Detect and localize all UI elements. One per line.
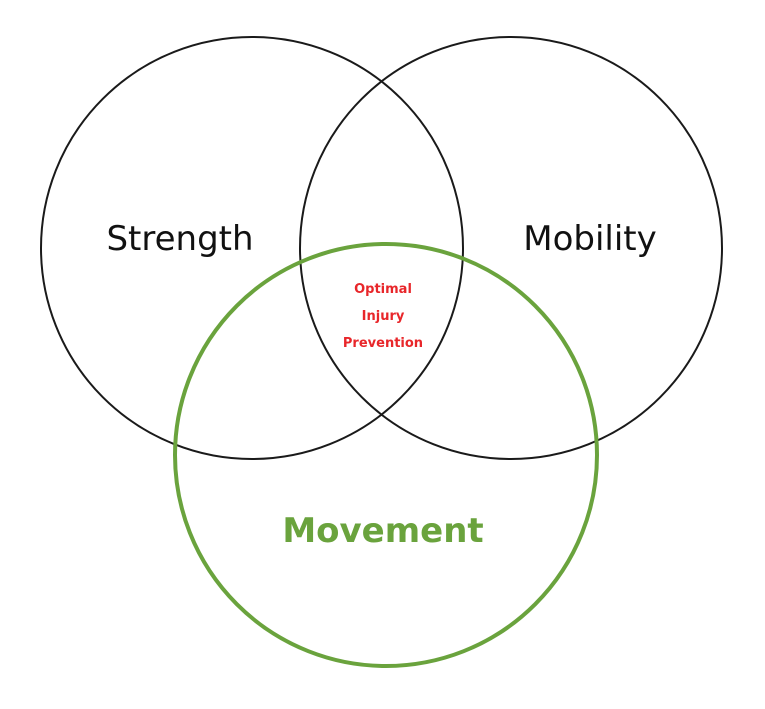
center-label-line-3: Prevention	[343, 336, 423, 351]
strength-circle	[40, 36, 464, 460]
movement-label: Movement	[282, 511, 483, 551]
center-label-line-1: Optimal	[354, 282, 412, 297]
mobility-label: Mobility	[523, 219, 657, 259]
strength-label: Strength	[106, 219, 253, 259]
mobility-circle	[299, 36, 723, 460]
movement-circle	[173, 242, 599, 668]
center-label-line-2: Injury	[362, 309, 405, 324]
